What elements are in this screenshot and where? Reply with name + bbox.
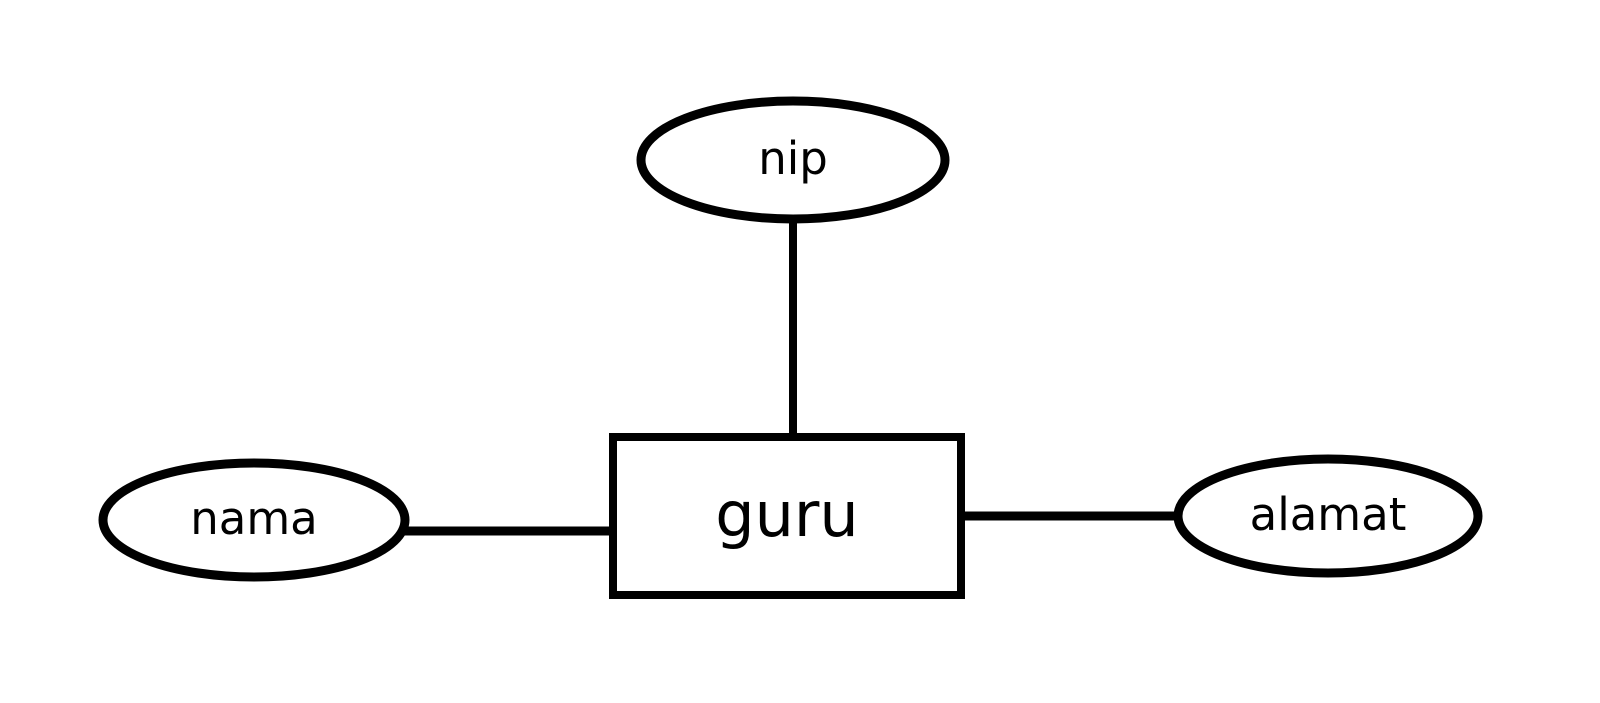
attribute-nama-ellipse[interactable] [98,458,410,582]
attribute-nama-label: nama [190,492,318,545]
edge-group [402,218,1180,536]
attribute-nip-label: nip [758,132,828,185]
attribute-alamat-ellipse[interactable] [1173,454,1483,578]
entity-guru-label: guru [715,478,858,551]
attribute-nama[interactable]: nama [98,458,410,582]
attribute-nip[interactable]: nip [636,96,950,224]
attribute-alamat[interactable]: alamat [1173,454,1483,578]
entity-guru-rect[interactable] [609,433,965,599]
attribute-nip-ellipse[interactable] [636,96,950,224]
entity-guru[interactable]: guru [609,433,965,599]
attribute-alamat-label: alamat [1250,488,1407,541]
